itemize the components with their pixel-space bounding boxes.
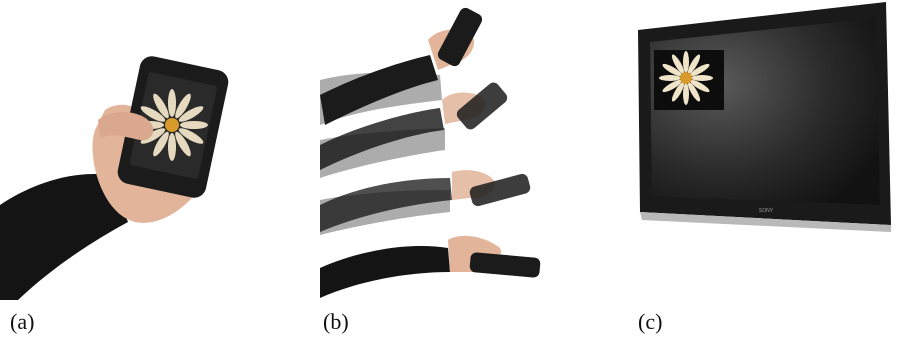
pointing-gesture-sequence bbox=[320, 0, 560, 300]
caption-a: (a) bbox=[10, 310, 34, 334]
panel-b bbox=[320, 0, 560, 300]
caption-c: (c) bbox=[638, 310, 662, 334]
caption-b: (b) bbox=[323, 310, 349, 334]
panel-a bbox=[0, 0, 250, 300]
television-illustration: SONY bbox=[636, 0, 906, 300]
panel-c: SONY bbox=[636, 0, 906, 300]
flower-thumbnail bbox=[654, 50, 724, 110]
tv-brand-label: SONY bbox=[759, 208, 774, 214]
phone-in-hand-illustration bbox=[0, 0, 250, 300]
